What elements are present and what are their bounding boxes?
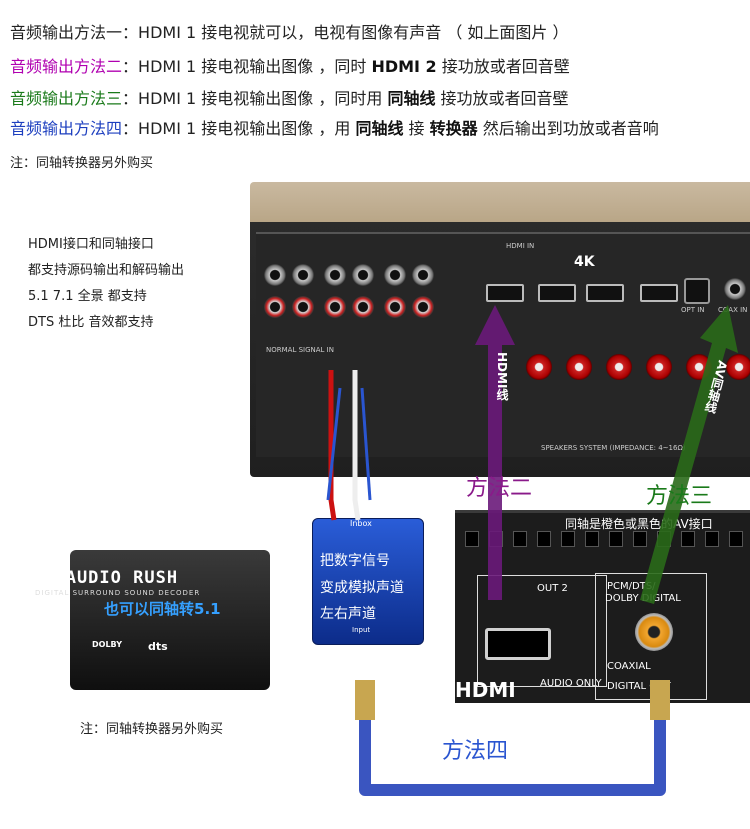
rca-jack xyxy=(324,264,346,286)
vent-slot xyxy=(537,531,551,547)
method4-line: 音频输出方法四：HDMI 1 接电视输出图像 ，用 同轴线 接 转换器 然后输出… xyxy=(10,119,659,138)
method1-label: 音频输出方法一 xyxy=(10,23,123,42)
rca-jack xyxy=(384,264,406,286)
red-rca-cable xyxy=(328,370,337,521)
hdmi-port xyxy=(586,284,624,302)
method4-label: 音频输出方法四 xyxy=(10,119,123,138)
top-note: 注：同轴转换器另外购买 xyxy=(10,156,154,171)
speaker-terminal xyxy=(526,354,552,380)
method1-text: HDMI 1 接电视就可以，电视有图像有声音 （ 如上面图片 ） xyxy=(138,23,569,42)
coax-jack xyxy=(724,278,746,300)
method3-label: 音频输出方法三 xyxy=(10,89,123,108)
hdmi-port xyxy=(538,284,576,302)
vent-slot xyxy=(609,531,623,547)
desc-line-3: 5.1 7.1 全景 都支持 xyxy=(28,289,147,304)
coax-cable xyxy=(359,690,666,796)
hdmi-out-frame xyxy=(477,575,607,687)
vent-slot xyxy=(633,531,647,547)
rca-jack xyxy=(264,264,286,286)
vent-slot xyxy=(561,531,575,547)
vent-slot xyxy=(681,531,695,547)
optical-jack xyxy=(684,278,710,304)
vent-slot xyxy=(465,531,479,547)
white-rca-cable xyxy=(352,370,361,521)
bottom-note: 注：同轴转换器另外购买 xyxy=(80,722,224,737)
speaker-terminal xyxy=(726,354,750,380)
digital-out-label: DIGITAL OUT xyxy=(607,681,671,692)
pcm-label: PCM/DTS/ xyxy=(607,581,656,592)
coax-plug-left xyxy=(355,680,375,720)
method3-line: 音频输出方法三：HDMI 1 接电视输出图像 ，同时用 同轴线 接功放或者回音壁 xyxy=(10,89,569,108)
converter-top-label: Inbox xyxy=(350,519,372,528)
blue-cable-left xyxy=(326,387,342,501)
hdmi-cable-label: HDMI线 xyxy=(495,352,509,401)
coax-plug-right xyxy=(650,680,670,720)
normal-signal-label: NORMAL SIGNAL IN xyxy=(266,346,334,354)
hdmi-port xyxy=(486,284,524,302)
opt-label: OPT IN xyxy=(681,306,705,314)
decoder-subtitle: DIGITAL SURROUND SOUND DECODER xyxy=(35,589,201,597)
blue-cable-right xyxy=(360,387,372,501)
rca-jack xyxy=(384,296,406,318)
method2-label: 音频输出方法二 xyxy=(10,57,123,76)
hdmi-arrow xyxy=(475,305,515,600)
speakers-label: SPEAKERS SYSTEM (IMPEDANCE: 4~16Ω) xyxy=(541,444,686,452)
hdmi-out-port xyxy=(485,628,551,660)
speaker-terminal xyxy=(606,354,632,380)
decoder-title: HD AUDIO RUSH xyxy=(32,568,179,588)
rca-jack xyxy=(352,264,374,286)
converter-line-2: 变成模拟声道 xyxy=(320,580,404,596)
method1-line: 音频输出方法一：HDMI 1 接电视就可以，电视有图像有声音 （ 如上面图片 ） xyxy=(10,23,569,42)
desc-line-1: HDMI接口和同轴接口 xyxy=(28,237,154,252)
speaker-terminal xyxy=(566,354,592,380)
vent-slot xyxy=(585,531,599,547)
rca-jack xyxy=(412,264,434,286)
vent-slot xyxy=(729,531,743,547)
method2-tag: 方法二 xyxy=(466,476,533,501)
speaker-terminal xyxy=(646,354,672,380)
rca-jack xyxy=(324,296,346,318)
rca-jack xyxy=(264,296,286,318)
vent-slot xyxy=(513,531,527,547)
vent-slot xyxy=(705,531,719,547)
converter-input-label: Input xyxy=(352,626,371,634)
method3-tag: 方法三 xyxy=(646,484,713,509)
rca-jack xyxy=(352,296,374,318)
rca-jack xyxy=(292,264,314,286)
decoder-overlay: 也可以同轴转5.1 xyxy=(104,600,221,618)
hdmi-port xyxy=(640,284,678,302)
rca-jack xyxy=(412,296,434,318)
hdmi-in-label: HDMI IN xyxy=(506,242,535,250)
decoder-box xyxy=(70,550,270,690)
av-arrow xyxy=(640,305,738,604)
coax-label: COAX IN xyxy=(718,306,748,314)
4k-badge: 4K xyxy=(574,254,595,270)
converter-line-3: 左右声道 xyxy=(320,606,376,622)
coaxial-label: COAXIAL xyxy=(607,661,651,672)
hdmi-logo: HDMI xyxy=(455,678,516,702)
audio-only-label: AUDIO ONLY xyxy=(540,678,602,689)
dts-logo: dts xyxy=(148,640,168,653)
desc-line-2: 都支持源码输出和解码输出 xyxy=(28,263,185,278)
converter-box xyxy=(312,518,424,645)
rca-jack xyxy=(292,296,314,318)
converter-line-1: 把数字信号 xyxy=(320,553,390,569)
out2-label: OUT 2 xyxy=(537,583,568,594)
desc-line-4: DTS 杜比 音效都支持 xyxy=(28,315,154,330)
method2-line: 音频输出方法二：HDMI 1 接电视输出图像 ，同时 HDMI 2 接功放或者回… xyxy=(10,57,570,76)
dolby-logo: DOLBY xyxy=(92,640,122,649)
method4-tag: 方法四 xyxy=(442,739,509,764)
coax-out-jack xyxy=(635,613,673,651)
